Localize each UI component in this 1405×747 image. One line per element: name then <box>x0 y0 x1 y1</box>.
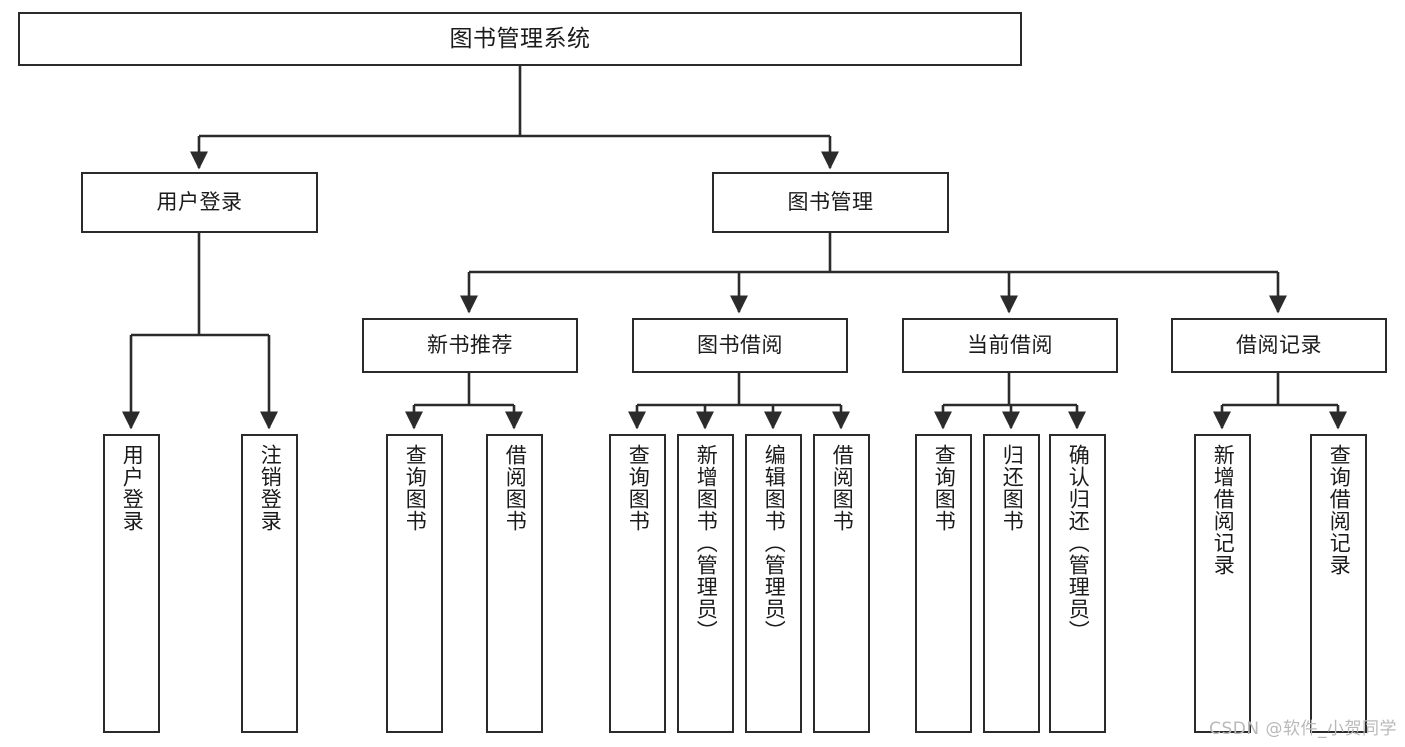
leaf-query-book-newbook[interactable]: 查询图书 <box>386 434 443 733</box>
leaf-edit-book-admin[interactable]: 编辑图书（管理员） <box>745 434 802 733</box>
node-label: 新增借阅记录 <box>1211 444 1236 576</box>
leaf-borrow-book-newbook[interactable]: 借阅图书 <box>486 434 543 733</box>
node-label: 图书借阅 <box>697 333 783 358</box>
node-user-login[interactable]: 用户登录 <box>81 172 318 233</box>
node-book-management-system[interactable]: 图书管理系统 <box>18 12 1022 66</box>
node-label: 新书推荐 <box>427 333 513 358</box>
leaf-query-borrow-record[interactable]: 查询借阅记录 <box>1310 434 1367 733</box>
leaf-confirm-return-admin[interactable]: 确认归还（管理员） <box>1049 434 1106 733</box>
node-label: 编辑图书（管理员） <box>762 444 787 642</box>
node-current-borrow[interactable]: 当前借阅 <box>902 318 1118 373</box>
leaf-return-book[interactable]: 归还图书 <box>983 434 1040 733</box>
leaf-logout[interactable]: 注销登录 <box>241 434 298 733</box>
node-label: 借阅图书 <box>830 444 855 532</box>
node-label: 借阅图书 <box>503 444 528 532</box>
leaf-query-book-borrow[interactable]: 查询图书 <box>609 434 666 733</box>
node-borrow-record[interactable]: 借阅记录 <box>1171 318 1387 373</box>
leaf-user-login[interactable]: 用户登录 <box>103 434 160 733</box>
node-label: 图书管理系统 <box>449 25 591 52</box>
watermark: CSDN @软件_小贺同学 <box>1209 719 1397 739</box>
node-label: 查询借阅记录 <box>1327 444 1352 576</box>
node-label: 注销登录 <box>258 444 283 532</box>
node-label: 归还图书 <box>1000 444 1025 532</box>
node-book-management[interactable]: 图书管理 <box>712 172 949 233</box>
leaf-add-book-admin[interactable]: 新增图书（管理员） <box>677 434 734 733</box>
node-label: 图书管理 <box>787 190 874 215</box>
node-label: 借阅记录 <box>1236 333 1322 358</box>
node-book-borrow[interactable]: 图书借阅 <box>632 318 848 373</box>
node-label: 确认归还（管理员） <box>1066 444 1091 642</box>
node-label: 查询图书 <box>626 444 651 532</box>
leaf-query-book-current[interactable]: 查询图书 <box>915 434 972 733</box>
leaf-borrow-book[interactable]: 借阅图书 <box>813 434 870 733</box>
node-label: 用户登录 <box>156 190 243 215</box>
node-label: 新增图书（管理员） <box>694 444 719 642</box>
leaf-add-borrow-record[interactable]: 新增借阅记录 <box>1194 434 1251 733</box>
node-label: 用户登录 <box>120 444 145 532</box>
node-label: 查询图书 <box>932 444 957 532</box>
node-label: 当前借阅 <box>967 333 1053 358</box>
node-label: 查询图书 <box>403 444 428 532</box>
node-new-book-recommend[interactable]: 新书推荐 <box>362 318 578 373</box>
